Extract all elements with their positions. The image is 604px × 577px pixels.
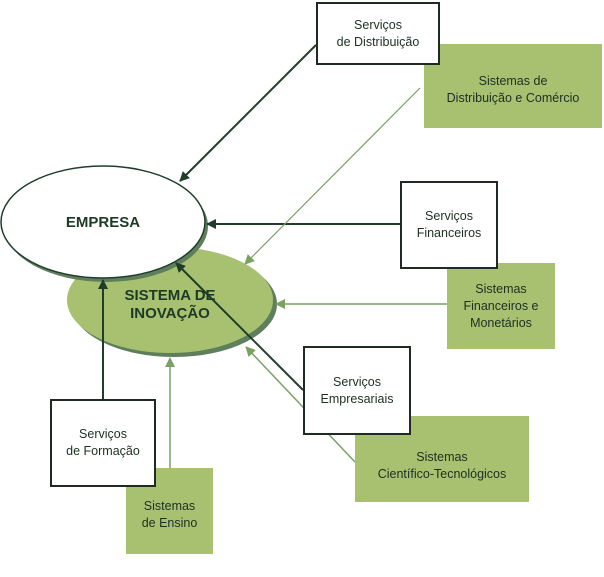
- sistemas-financeiros-box: Sistemas Financeiros e Monetários: [447, 263, 555, 349]
- sistema-inovacao-label: SISTEMA DE INOVAÇÃO: [124, 287, 216, 322]
- empresa-ellipse: [0, 165, 206, 279]
- empresa-label: EMPRESA: [65, 214, 141, 231]
- arrow-sist-distribuicao-to-inovacao: [244, 87, 421, 265]
- sistemas-distribuicao-box: Sistemas de Distribuição e Comércio: [424, 44, 602, 128]
- servicos-distribuicao-box: Serviços de Distribuição: [316, 2, 440, 65]
- arrow-distribuicao-to-empresa: [179, 44, 317, 182]
- arrow-empresariais-to-empresa: [175, 262, 304, 391]
- servicos-empresariais-box: Serviços Empresariais: [303, 346, 411, 435]
- servicos-formacao-box: Serviços de Formação: [50, 399, 156, 487]
- sistemas-ensino-box: Sistemas de Ensino: [126, 468, 213, 554]
- arrow-sist-cientificos-to-inovacao: [245, 346, 356, 463]
- servicos-financeiros-box: Serviços Financeiros: [400, 181, 498, 269]
